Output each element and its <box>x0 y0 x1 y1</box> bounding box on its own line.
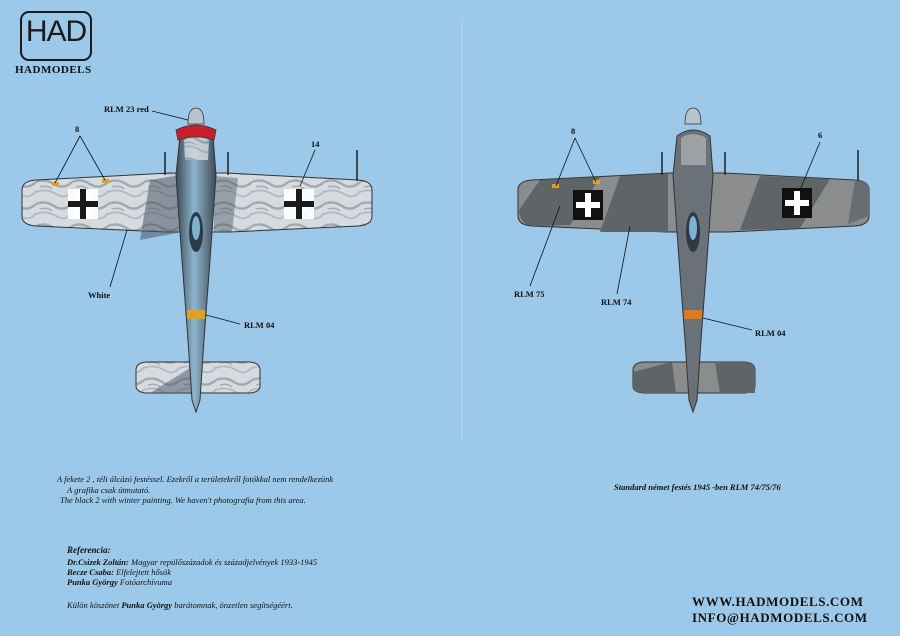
note-line-3: The black 2 with winter painting. We hav… <box>60 495 306 505</box>
website-link[interactable]: WWW.HADMODELS.COM <box>692 594 864 609</box>
reference-3: Punka György Fotóarchívuma <box>67 577 172 587</box>
references-title: Referencia: <box>67 545 111 555</box>
callout-number-left-2: 8 <box>571 126 576 136</box>
callout-rlm75: RLM 75 <box>514 289 545 299</box>
reference-1: Dr.Csizek Zoltán: Magyar repülőszázadok … <box>67 557 318 567</box>
brand-name: HADMODELS <box>15 64 92 76</box>
callout-number-right: 14 <box>311 139 320 149</box>
callout-number-right-2: 6 <box>818 130 823 140</box>
note-line-2: A grafika csak útmutató. <box>67 485 151 495</box>
note-line-1: A fekete 2 , téli álcázó festéssel. Ezek… <box>57 474 334 484</box>
logo: HAD <box>25 15 87 48</box>
thanks-line: Külön köszönet Punka György barátomnak, … <box>67 600 293 610</box>
callout-rlm04-right: RLM 04 <box>755 328 786 338</box>
cross-left-wing-icon <box>573 190 603 220</box>
cross-right-wing-icon <box>782 188 812 218</box>
logo-frame <box>20 11 92 61</box>
callout-white: White <box>88 290 111 300</box>
balkenkreuz-right-wing-icon <box>284 189 314 219</box>
left-aircraft <box>21 107 373 414</box>
callout-spinner: RLM 23 red <box>104 104 149 114</box>
email-link[interactable]: INFO@HADMODELS.COM <box>692 610 868 625</box>
reference-2: Becze Csaba: Elfelejtett hősök <box>67 567 172 577</box>
right-aircraft <box>517 107 870 414</box>
callout-rlm74: RLM 74 <box>601 297 632 307</box>
right-caption: Standard német festés 1945 -ben RLM 74/7… <box>614 482 781 492</box>
callout-number-left: 8 <box>75 124 80 134</box>
callout-rlm04-left: RLM 04 <box>244 320 275 330</box>
balkenkreuz-left-wing-icon <box>68 189 98 219</box>
